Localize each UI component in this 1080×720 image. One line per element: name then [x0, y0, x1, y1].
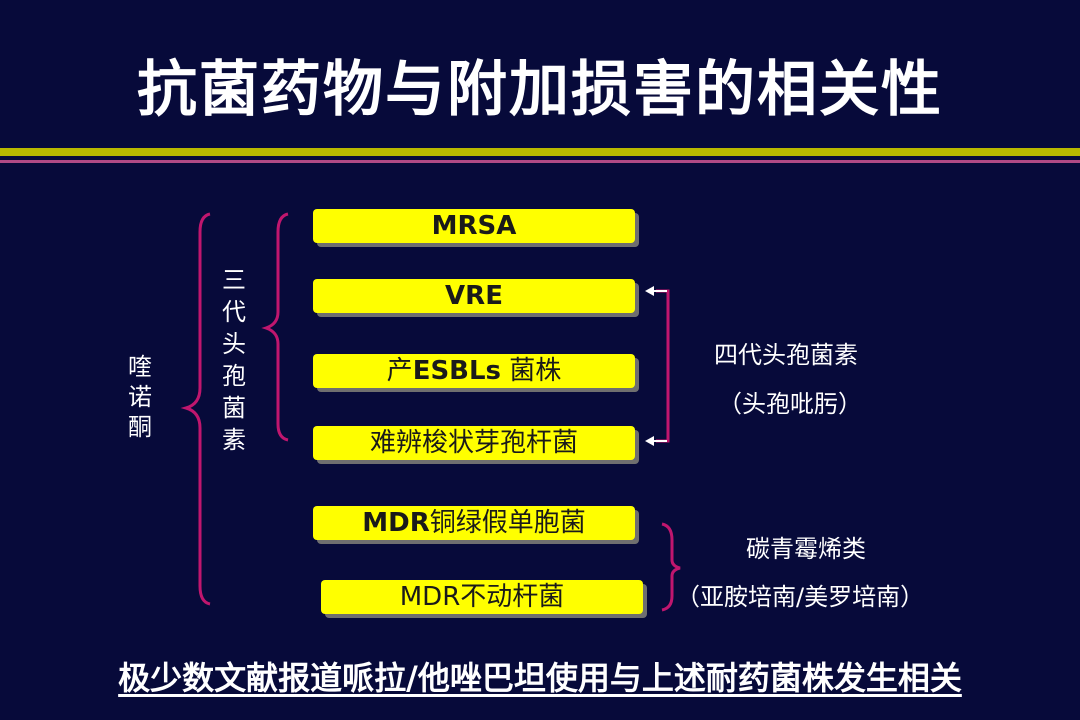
arrow-to-vre-head	[645, 286, 654, 296]
fourth-gen-label: 四代头孢菌素	[714, 341, 858, 369]
footer-note: 极少数文献报道哌拉/他唑巴坦使用与上述耐药菌株发生相关	[118, 659, 962, 697]
fourth-gen-sub-label: （头孢吡肟）	[718, 390, 862, 418]
title-rule-yellow	[0, 148, 1080, 156]
box-pseudo-suffix: 铜绿假单胞菌	[429, 508, 586, 538]
fourth-gen-bracket	[656, 289, 670, 443]
arrow-to-cdiff-head	[645, 436, 654, 446]
carbapenem-brace	[661, 522, 681, 612]
inner-brace	[261, 212, 289, 442]
outer-brace	[180, 212, 211, 606]
title-rule-pink	[0, 160, 1080, 163]
box-esbl-suffix: 菌株	[501, 356, 562, 386]
box-vre: VRE	[313, 279, 635, 313]
box-pseudo-prefix: MDR	[362, 508, 430, 538]
box-esbl-prefix: 产	[386, 356, 413, 386]
box-mdr-acinetobacter: MDR不动杆菌	[321, 580, 643, 614]
slide-title: 抗菌药物与附加损害的相关性	[137, 55, 943, 125]
box-mrsa: MRSA	[313, 209, 635, 243]
box-cdiff: 难辨梭状芽孢杆菌	[313, 426, 635, 460]
box-esbl-bold: ESBLs	[412, 356, 502, 386]
carbapenem-sub-label: （亚胺培南/美罗培南）	[676, 583, 925, 611]
quinolone-label: 喹诺酮	[128, 353, 152, 441]
third-gen-cephalosporin-label: 三代头孢菌素	[222, 266, 246, 454]
carbapenem-label: 碳青霉烯类	[746, 535, 866, 563]
